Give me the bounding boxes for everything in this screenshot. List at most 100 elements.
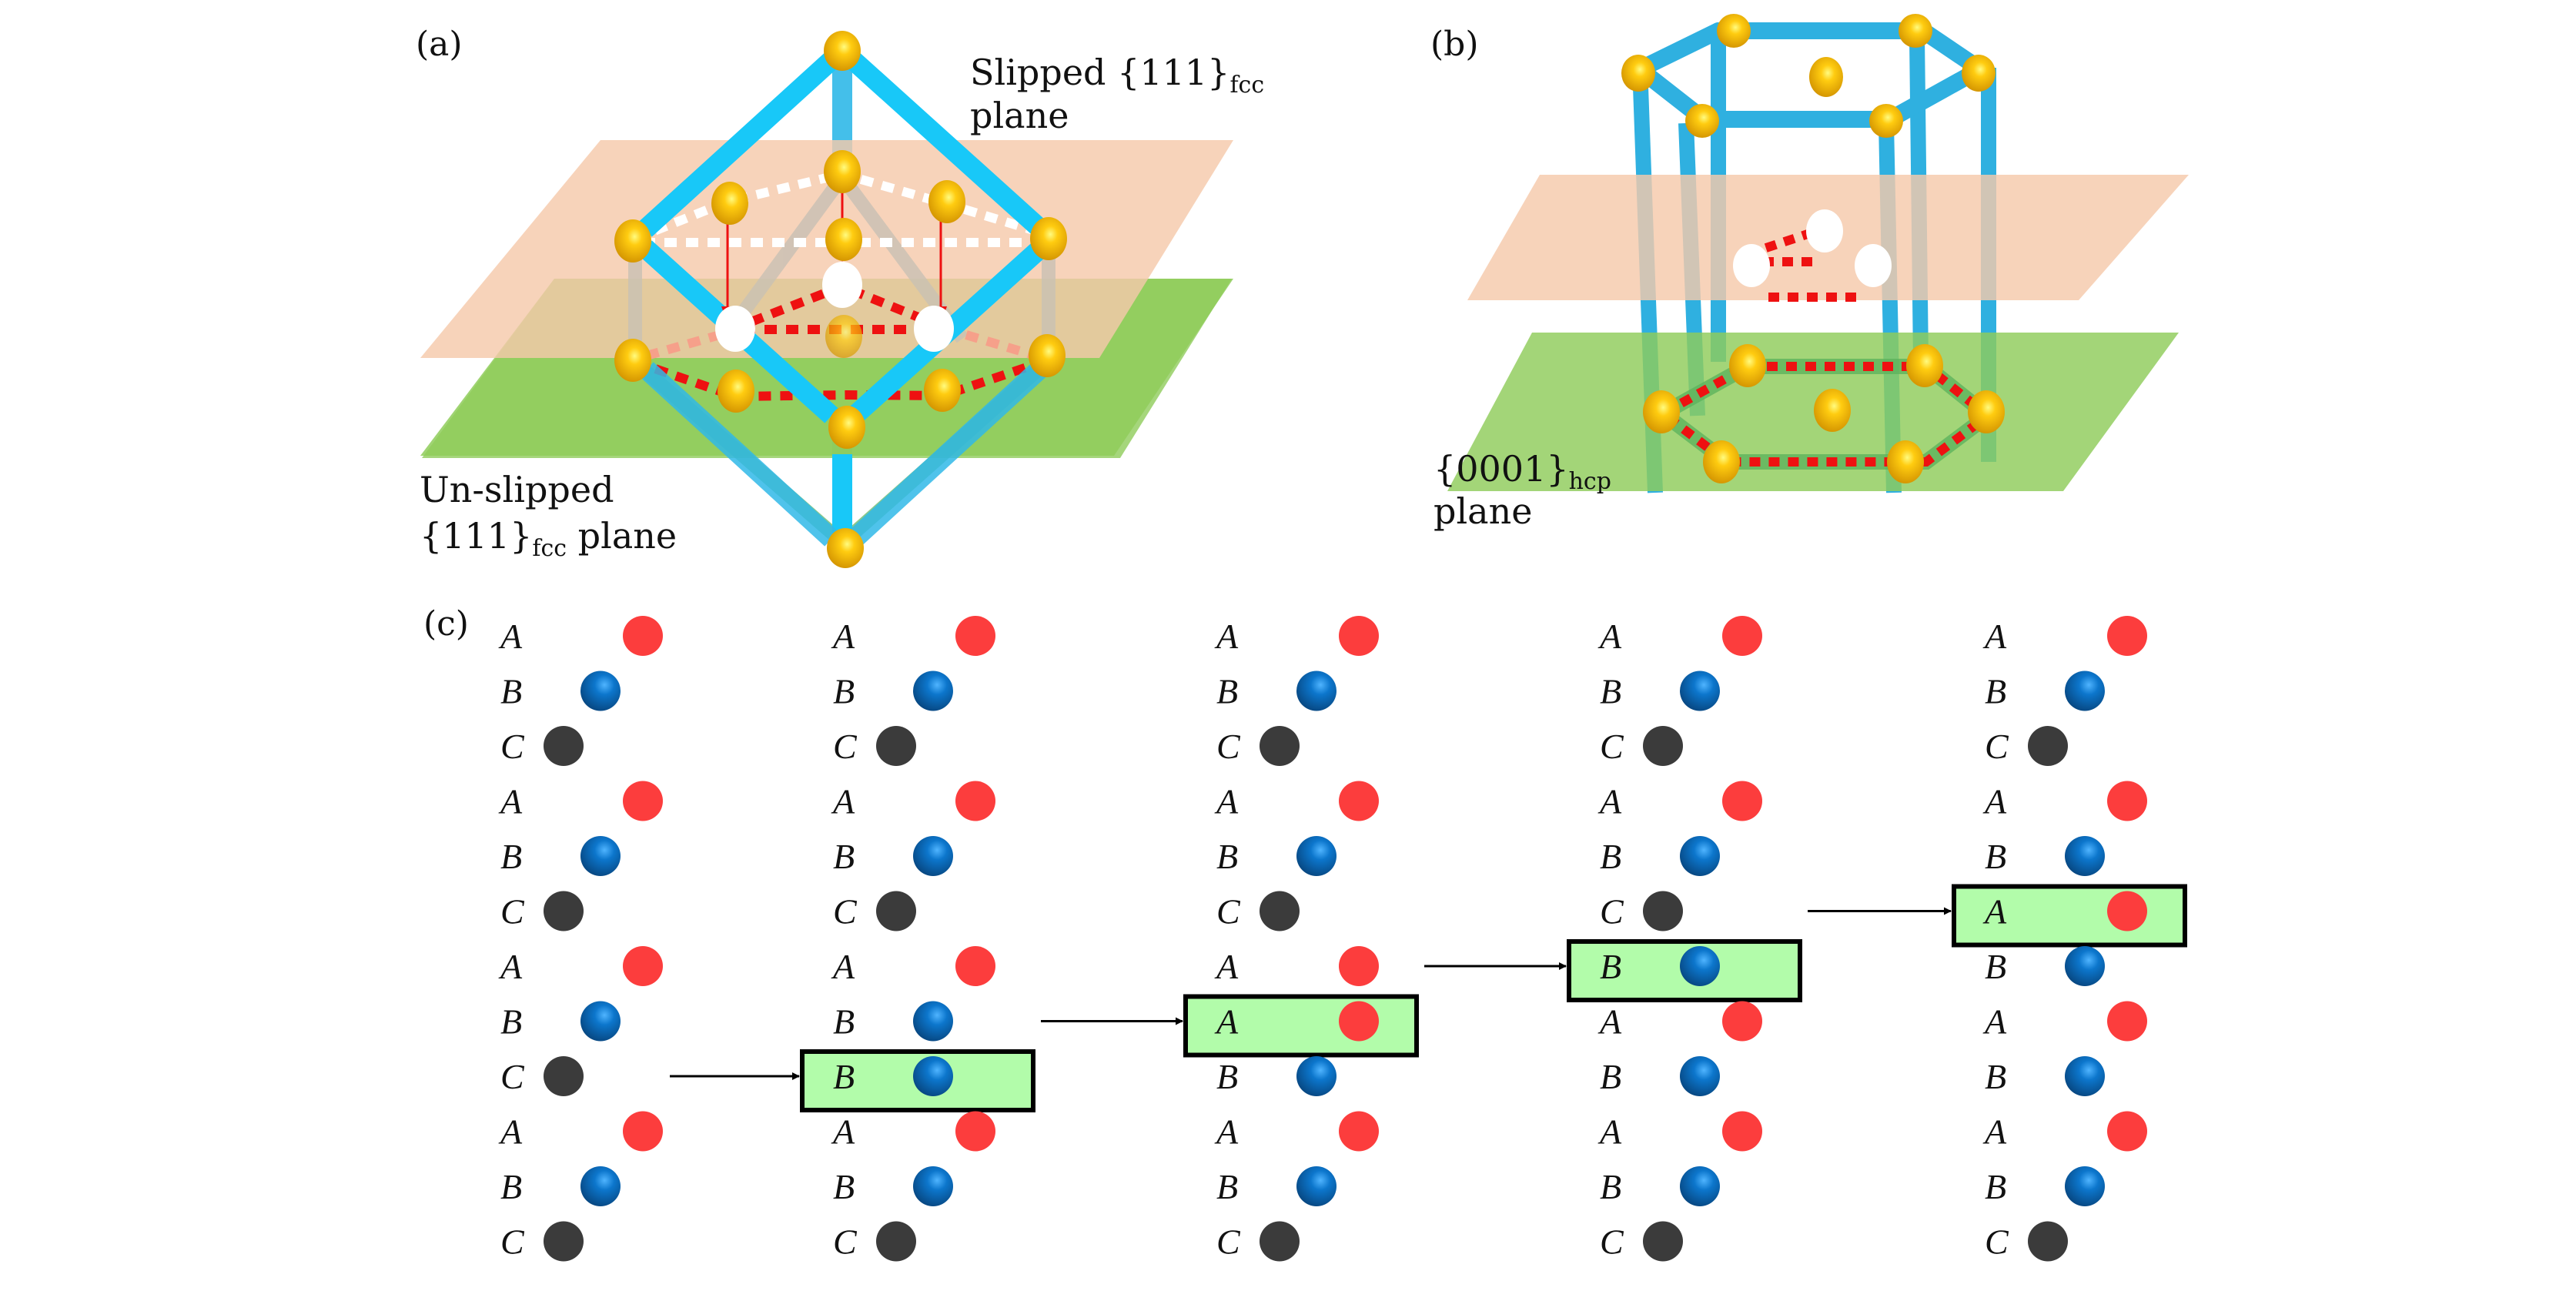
atom-layer-C bbox=[876, 891, 916, 931]
atom-layer-B bbox=[1296, 1056, 1337, 1096]
unslipped-red-dashes bbox=[634, 356, 1049, 402]
fcc-atoms bbox=[614, 31, 1067, 568]
atom-layer-B bbox=[1296, 836, 1337, 876]
layer-label-A: A bbox=[1597, 782, 1622, 821]
layer-label-A: A bbox=[498, 947, 523, 986]
layer-label-B: B bbox=[833, 837, 855, 876]
atom-layer-A bbox=[1339, 1111, 1379, 1152]
atom-layer-B bbox=[913, 1056, 953, 1096]
atom-layer-B bbox=[580, 1166, 621, 1206]
layer-label-B: B bbox=[1985, 1167, 2006, 1206]
atom-layer-B bbox=[2065, 1056, 2105, 1096]
layer-label-B: B bbox=[1600, 672, 1621, 711]
atom-layer-B bbox=[2065, 671, 2105, 711]
layer-label-B: B bbox=[500, 672, 522, 711]
layer-label-A: A bbox=[1982, 892, 2007, 931]
layer-label-B: B bbox=[1216, 837, 1238, 876]
panel-b-label: (b) bbox=[1430, 25, 1479, 64]
atom-layer-A bbox=[2107, 1111, 2147, 1152]
atom-layer-C bbox=[544, 891, 584, 931]
atom-layer-B bbox=[1680, 1056, 1720, 1096]
vacancy-sites-b bbox=[1733, 209, 1892, 287]
layer-label-C: C bbox=[500, 1222, 525, 1262]
panel-c: (c) ABCABCABCABCABCABCABBABCABCABCAABABC… bbox=[423, 604, 2187, 1262]
layer-label-B: B bbox=[1600, 1057, 1621, 1096]
atom-layer-A bbox=[1339, 1001, 1379, 1042]
layer-label-C: C bbox=[833, 892, 858, 931]
layer-label-C: C bbox=[833, 1222, 858, 1262]
atom-layer-C bbox=[1643, 1221, 1683, 1262]
layer-label-B: B bbox=[833, 1002, 855, 1042]
atom-layer-A bbox=[1722, 1001, 1762, 1042]
layer-label-A: A bbox=[1214, 947, 1239, 986]
layer-label-A: A bbox=[1214, 1112, 1239, 1152]
hcp-plane-label-line2: plane bbox=[1434, 490, 1532, 532]
atom-layer-A bbox=[1339, 616, 1379, 656]
atom-layer-B bbox=[913, 1001, 953, 1042]
panel-c-label: (c) bbox=[423, 604, 469, 644]
layer-label-C: C bbox=[1216, 1222, 1241, 1262]
layer-label-A: A bbox=[1982, 1002, 2007, 1042]
slipped-plane-label: Slipped {111}fcc bbox=[970, 52, 1264, 99]
atom-layer-C bbox=[544, 1221, 584, 1262]
layer-label-C: C bbox=[1216, 892, 1241, 931]
layer-label-A: A bbox=[1597, 1002, 1622, 1042]
atom-layer-C bbox=[1260, 1221, 1300, 1262]
layer-label-A: A bbox=[1214, 782, 1239, 821]
layer-label-A: A bbox=[1214, 1002, 1239, 1042]
layer-label-C: C bbox=[1600, 892, 1624, 931]
atom-layer-A bbox=[2107, 1001, 2147, 1042]
atom-layer-C bbox=[876, 1221, 916, 1262]
atom-layer-A bbox=[955, 946, 995, 986]
layer-label-A: A bbox=[498, 617, 523, 656]
atom-layer-A bbox=[955, 616, 995, 656]
layer-label-C: C bbox=[1216, 727, 1241, 766]
atom-layer-B bbox=[580, 836, 621, 876]
layer-label-C: C bbox=[833, 727, 858, 766]
unslipped-plane-label-line2: {111}fcc plane bbox=[420, 515, 677, 562]
layer-label-B: B bbox=[1985, 947, 2006, 986]
layer-label-A: A bbox=[1597, 617, 1622, 656]
hcp-atoms bbox=[1621, 14, 2005, 483]
layer-label-A: A bbox=[498, 1112, 523, 1152]
layer-label-C: C bbox=[1600, 727, 1624, 766]
atom-layer-A bbox=[1722, 1111, 1762, 1152]
layer-label-B: B bbox=[1985, 837, 2006, 876]
layer-label-A: A bbox=[831, 782, 855, 821]
layer-label-A: A bbox=[1982, 617, 2007, 656]
layer-label-C: C bbox=[500, 892, 525, 931]
atom-layer-A bbox=[1722, 781, 1762, 821]
atom-layer-B bbox=[1680, 671, 1720, 711]
atom-layer-B bbox=[913, 836, 953, 876]
layer-label-B: B bbox=[1216, 672, 1238, 711]
atom-layer-A bbox=[2107, 891, 2147, 931]
layer-label-A: A bbox=[1214, 617, 1239, 656]
atom-layer-B bbox=[913, 671, 953, 711]
layer-label-C: C bbox=[1600, 1222, 1624, 1262]
atom-layer-A bbox=[2107, 781, 2147, 821]
atom-layer-C bbox=[1643, 891, 1683, 931]
atom-layer-A bbox=[1339, 946, 1379, 986]
atom-layer-A bbox=[1722, 616, 1762, 656]
layer-label-B: B bbox=[1985, 1057, 2006, 1096]
layer-label-A: A bbox=[831, 947, 855, 986]
layer-label-B: B bbox=[500, 1167, 522, 1206]
layer-label-A: A bbox=[1982, 782, 2007, 821]
layer-label-B: B bbox=[1600, 837, 1621, 876]
hcp-plane-label: {0001}hcp bbox=[1434, 448, 1611, 495]
atom-layer-C bbox=[2028, 1221, 2068, 1262]
layer-label-A: A bbox=[831, 1112, 855, 1152]
atom-layer-B bbox=[1296, 1166, 1337, 1206]
atom-layer-C bbox=[1643, 726, 1683, 766]
atom-layer-A bbox=[623, 781, 663, 821]
slipped-plane bbox=[420, 140, 1233, 358]
atom-layer-A bbox=[955, 781, 995, 821]
unslipped-plane-label: Un-slipped bbox=[420, 469, 614, 510]
layer-label-B: B bbox=[1216, 1057, 1238, 1096]
atom-layer-C bbox=[876, 726, 916, 766]
panel-a-label: (a) bbox=[416, 25, 463, 64]
